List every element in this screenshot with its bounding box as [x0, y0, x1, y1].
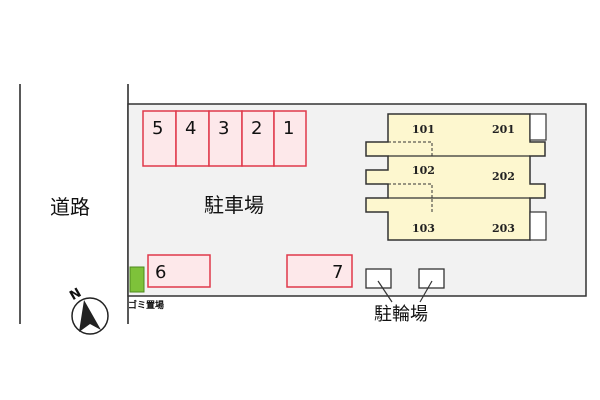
bike-parking-leader	[419, 280, 433, 303]
parking-space-7	[286, 254, 353, 288]
parking-space-4	[175, 110, 210, 167]
parking-space-6	[147, 254, 211, 288]
building-outline	[365, 113, 546, 241]
unit-label-101: 101	[412, 123, 435, 136]
parking-number-5: 5	[152, 118, 163, 139]
parking-space-1	[273, 110, 307, 167]
parking-label: 駐車場	[204, 193, 264, 217]
parking-number-7: 7	[332, 262, 343, 283]
bike-parking-leader	[377, 280, 393, 303]
parking-row: 5 4 3 2 1	[142, 110, 307, 167]
unit-label-102: 102	[412, 164, 435, 177]
balcony	[529, 113, 547, 141]
unit-label-203: 203	[492, 222, 515, 235]
parking-number-1: 1	[283, 118, 294, 139]
parking-number-4: 4	[185, 118, 196, 139]
bike-parking-box-2	[418, 268, 445, 289]
apartment-building: 101 201 102 202 103 203	[365, 113, 547, 241]
road-label: 道路	[50, 195, 90, 219]
unit-label-202: 202	[492, 170, 515, 183]
unit-label-201: 201	[492, 123, 515, 136]
garbage-label: ゴミ置場	[128, 299, 164, 311]
parking-space-3	[208, 110, 243, 167]
bike-parking-label: 駐輪場	[374, 304, 428, 325]
parking-number-6: 6	[155, 262, 166, 283]
balcony	[529, 211, 547, 241]
unit-label-103: 103	[412, 222, 435, 235]
garbage-area	[129, 266, 145, 293]
parking-number-2: 2	[251, 118, 262, 139]
north-compass-icon: N	[67, 285, 109, 335]
bike-parking-box-1	[365, 268, 392, 289]
parking-number-3: 3	[218, 118, 229, 139]
